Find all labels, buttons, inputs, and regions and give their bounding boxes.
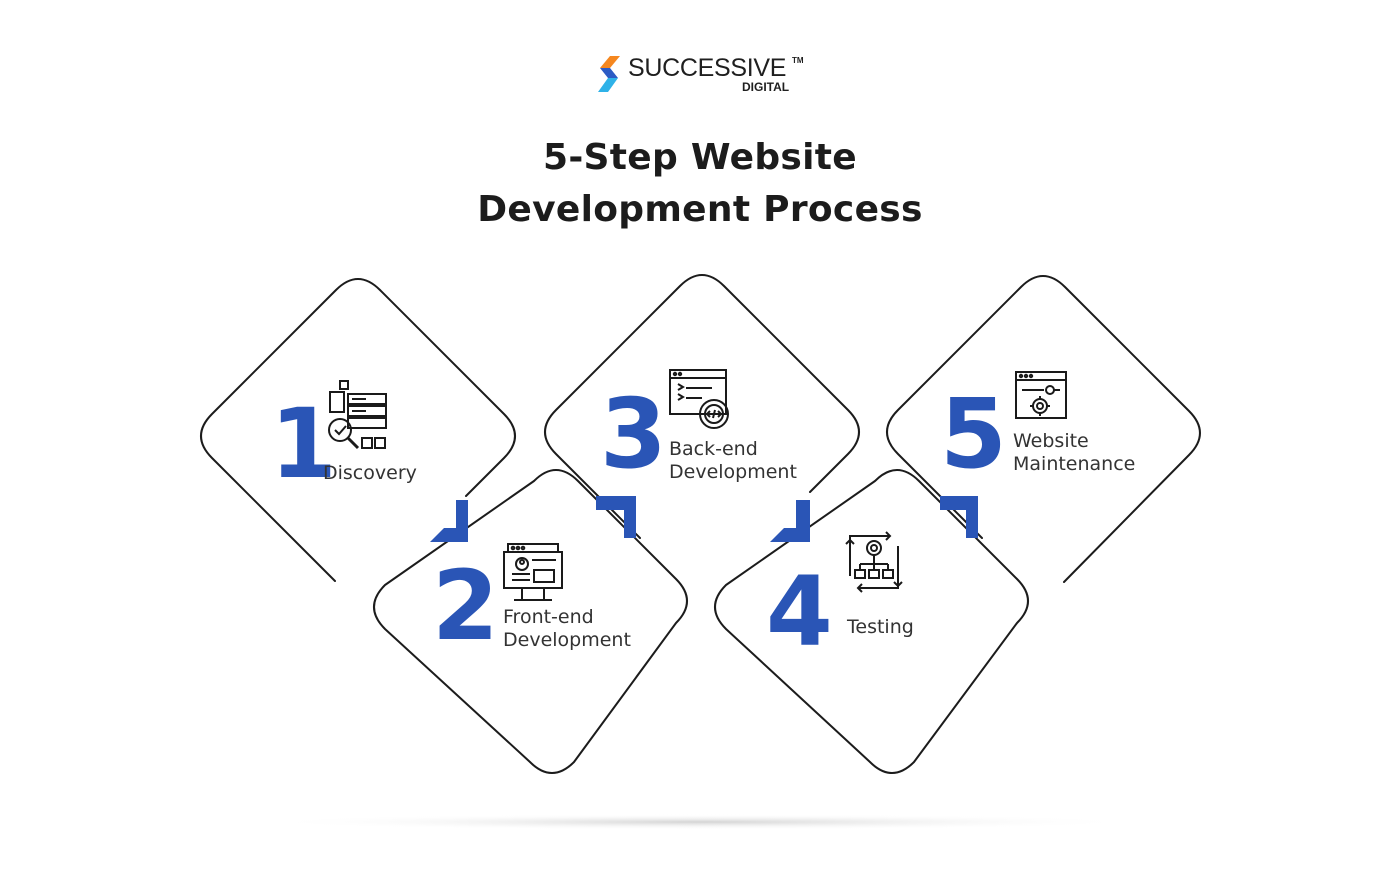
front-end-browser-icon [502,542,566,604]
step-number: 4 [766,556,833,668]
step-1: 1 Discovery [270,378,530,492]
step-number: 3 [600,378,667,490]
testing-cycle-icon [840,530,908,594]
diamond-1 [200,278,516,582]
step-2: 2 Front-end Development [432,542,692,662]
step-label: Website Maintenance [1013,430,1135,476]
step-4: 4 Testing [766,530,1026,660]
logo-subtitle: DIGITAL [742,80,790,94]
step-5: 5 Website Maintenance [940,370,1200,490]
diamond-3 [544,274,860,539]
step-number: 2 [432,550,499,662]
step-label: Front-end Development [503,606,631,652]
step-3: 3 Back-end Development [600,368,860,483]
diamond-4 [714,469,1029,774]
step-label-line: Development [669,461,797,483]
step-label: Discovery [323,462,417,485]
brand-logo: SUCCESSIVE TM DIGITAL [598,52,808,98]
step-label-line: Maintenance [1013,453,1136,475]
maintenance-wrench-icon [1014,370,1070,424]
page-title: 5-Step Website Development Process [0,132,1400,236]
step-number: 1 [270,388,337,500]
step-label: Testing [847,616,914,639]
floor-shadow [260,814,1140,830]
step-label-line: Development [503,629,631,651]
step-label-line: Testing [847,616,914,638]
back-end-code-gear-icon [668,368,734,434]
step-label-line: Website [1013,430,1089,452]
title-line-1: 5-Step Website [542,137,858,178]
discovery-search-icon [326,380,390,450]
title-line-2: Development Process [477,189,923,230]
logo-wordmark: SUCCESSIVE [628,54,787,82]
connector-1-2 [430,500,468,542]
step-label-line: Front-end [503,606,594,628]
step-label: Back-end Development [669,438,797,484]
step-label-line: Discovery [323,462,417,484]
diamond-5 [886,275,1201,583]
connector-4-5 [940,496,978,538]
logo-trademark: TM [792,56,804,65]
connector-2-3 [596,496,636,538]
logo-mark-icon [598,56,620,92]
diamond-2 [373,469,688,774]
step-number: 5 [940,378,1007,490]
step-label-line: Back-end [669,438,758,460]
connector-3-4 [770,500,810,542]
